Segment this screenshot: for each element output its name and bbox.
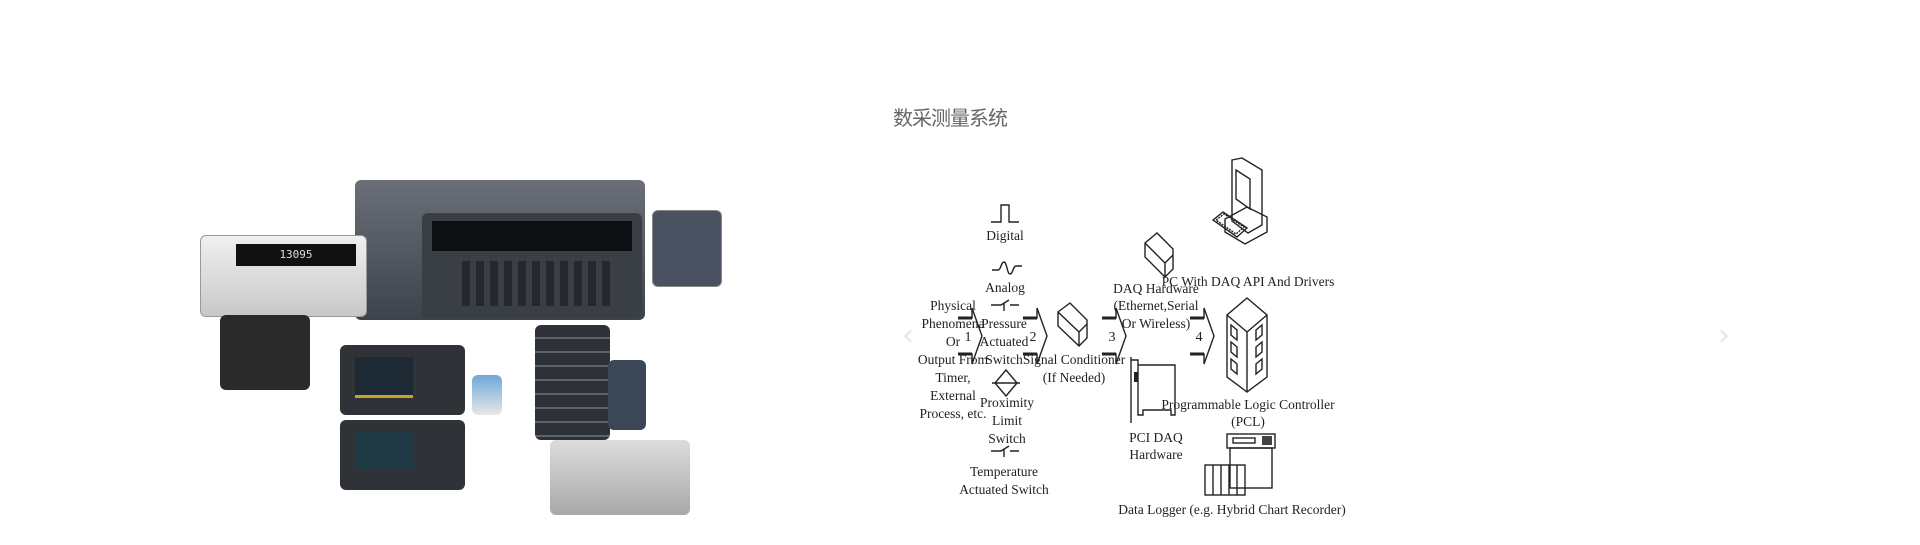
plc-label: Programmable Logic Controller [1161,397,1335,412]
pci-card-icon [1130,357,1176,423]
digital-pulse-icon [991,204,1019,223]
source-line: Or [946,334,961,349]
step-arrow-4: 4 [1190,307,1215,365]
source-line: Timer, [935,370,970,385]
step-number: 4 [1196,330,1203,345]
plc-label: (PCL) [1231,414,1265,429]
proximity-label: Switch [988,431,1026,446]
pressure-switch-icon [991,299,1019,311]
source-line: Process, etc. [919,406,986,421]
daq-products-photo: 13095 [190,175,722,515]
step-arrow-1: 1 [958,307,983,365]
benchtop-multimeter: 13095 [200,235,367,317]
daq-hardware-icon [1144,232,1174,278]
pressure-label: Switch [985,352,1023,367]
source-line: Physical [930,298,976,313]
switch-module-card [652,210,722,287]
step-number: 1 [965,330,972,345]
pc-icon [1211,157,1268,245]
portable-daq-bottom [340,420,465,490]
analog-label: Analog [985,280,1025,295]
conditioner-label: Signal Conditioner [1023,352,1126,367]
large-unit-front-panel [422,213,642,318]
pci-daq-label: PCI DAQ [1129,430,1183,445]
digital-label: Digital [986,228,1024,243]
data-logger-icon [1204,433,1276,496]
daq-hardware-label: Or Wireless) [1122,316,1191,331]
proximity-switch-icon [992,368,1020,398]
step-number: 2 [1030,330,1037,345]
source-label: Physical Phenomena Or Output From Timer,… [918,298,989,421]
source-line: Output From [918,352,989,367]
source-line: Phenomena [922,316,985,331]
plc-icon [1226,297,1268,393]
usb-daq-module [472,375,502,415]
analog-wave-icon [992,261,1022,275]
plugin-module-open [608,360,646,430]
daq-hardware-label: DAQ Hardware [1113,281,1199,296]
source-line: External [930,388,976,403]
step-number: 3 [1109,330,1116,345]
signal-conditioner-icon [1057,302,1088,347]
pressure-label: Pressure [981,316,1027,331]
proximity-label: Limit [992,413,1022,428]
multimeter-stand [220,315,310,390]
multimeter-display: 13095 [236,244,356,266]
conditioner-label: (If Needed) [1043,370,1106,385]
pc-label: PC With DAQ API And Drivers [1162,274,1335,289]
step-arrow-2: 2 [1023,307,1048,365]
pxi-chassis [550,440,690,515]
portable-daq-top [340,345,465,415]
temperature-label: Temperature [970,464,1038,479]
chevron-left-icon: ‹ [902,318,914,353]
modular-plugin-stack [535,325,610,440]
chevron-right-icon: › [1718,318,1730,353]
step-arrow-3: 3 [1102,307,1127,365]
pci-daq-label: Hardware [1129,447,1182,462]
data-logger-label: Data Logger (e.g. Hybrid Chart Recorder) [1118,502,1346,517]
temperature-label: Actuated Switch [959,482,1049,497]
carousel-next-button[interactable]: › [1718,318,1730,353]
pressure-label: Actuated [980,334,1029,349]
section-title: 数采测量系统 [893,106,1008,130]
temperature-switch-icon [991,445,1019,457]
carousel-prev-button[interactable]: ‹ [902,318,914,353]
daq-hardware-label: (Ethernet,Serial [1113,298,1198,313]
proximity-label: Proximity [980,395,1034,410]
